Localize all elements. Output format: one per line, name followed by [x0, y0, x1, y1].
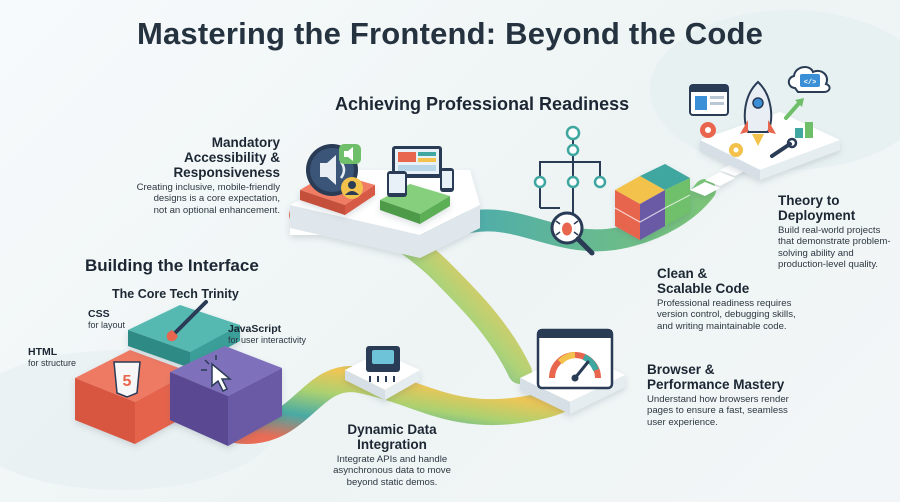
cursor-icon — [201, 355, 233, 393]
step-deployment-title-2: Deployment — [778, 208, 856, 223]
speedometer-icon — [536, 328, 614, 390]
step-clean-code-title-1: Clean & — [657, 266, 708, 281]
html-label: HTML — [28, 346, 58, 358]
section-title-building-interface: Building the Interface — [85, 256, 259, 275]
step-data-integration: Dynamic Data Integration Integrate APIs … — [312, 422, 472, 488]
code-tag-text: </> — [804, 79, 817, 87]
css-label: CSS — [88, 308, 110, 320]
javascript-label: JavaScript — [228, 323, 282, 335]
rocket-icon — [740, 80, 776, 146]
paintbrush-icon — [166, 300, 208, 342]
step-clean-code: Clean & Scalable Code Professional readi… — [657, 266, 796, 332]
browser-window-icon — [689, 84, 729, 116]
step-performance-desc-3: user experience. — [647, 416, 718, 428]
step-accessibility-title-1: Mandatory — [211, 135, 280, 150]
section-subtitle-core-trinity: The Core Tech Trinity — [112, 287, 239, 301]
step-deployment-desc-2: that demonstrate problem- — [778, 236, 891, 248]
html-label-group: HTML for structure — [28, 346, 76, 368]
step-deployment-desc-1: Build real-world projects — [778, 225, 881, 236]
html5-badge-text: 5 — [123, 373, 132, 390]
step-performance-title-1: Browser & — [647, 362, 715, 377]
step-data-title-2: Integration — [357, 437, 427, 452]
css-sublabel: for layout — [88, 320, 126, 330]
section-title-professional-readiness: Achieving Professional Readiness — [335, 94, 630, 114]
step-deployment-desc-3: solving ability and — [778, 247, 854, 259]
step-deployment: Theory to Deployment Build real-world pr… — [778, 193, 891, 271]
javascript-sublabel: for user interactivity — [228, 335, 307, 345]
step-accessibility-desc-3: not an optional enhancement. — [153, 204, 280, 216]
step-accessibility: Mandatory Accessibility & Responsiveness… — [80, 135, 280, 216]
html-sublabel: for structure — [28, 358, 77, 368]
step-deployment-desc-4: production-level quality. — [778, 259, 879, 271]
step-accessibility-title-2: Accessibility & — [183, 150, 280, 165]
gear-icon — [700, 122, 743, 157]
growth-arrow-icon — [784, 98, 813, 138]
css-label-group: CSS for layout — [88, 308, 125, 330]
step-clean-code-desc-1: Professional readiness requires — [657, 298, 792, 309]
step-clean-code-title-2: Scalable Code — [657, 281, 750, 296]
step-performance-desc-2: pages to ensure a fast, seamless — [647, 405, 788, 417]
flow-nodes — [533, 125, 607, 189]
debug-magnifier-icon — [550, 211, 595, 256]
step-accessibility-title-3: Responsiveness — [173, 165, 280, 180]
step-performance: Browser & Performance Mastery Understand… — [647, 362, 789, 428]
html5-icon — [113, 361, 141, 398]
cloud-code-icon — [787, 66, 831, 93]
step-data-desc-3: beyond static demos. — [346, 476, 438, 488]
wrench-icon — [770, 137, 798, 158]
javascript-block — [170, 346, 282, 446]
responsive-devices-icon — [387, 146, 454, 197]
step-data-desc-2: asynchronous data to move — [333, 465, 451, 477]
step-accessibility-desc-1: Creating inclusive, mobile-friendly — [136, 182, 280, 193]
step-accessibility-desc-2: designs is a core expectation, — [153, 193, 280, 205]
user-avatar-icon — [341, 177, 363, 199]
step-performance-desc-1: Understand how browsers render — [647, 394, 789, 405]
volume-icon — [339, 144, 361, 164]
step-data-desc-1: Integrate APIs and handle — [336, 454, 448, 465]
api-chip-icon — [366, 346, 400, 382]
step-clean-code-desc-2: version control, debugging skills, — [657, 309, 796, 321]
step-data-title-1: Dynamic Data — [347, 422, 437, 437]
javascript-label-group: JavaScript for user interactivity — [228, 323, 306, 345]
step-clean-code-desc-3: and writing maintainable code. — [657, 320, 787, 332]
modular-blocks-icon — [614, 164, 691, 240]
step-performance-title-2: Performance Mastery — [647, 377, 785, 392]
page-title: Mastering the Frontend: Beyond the Code — [136, 16, 764, 51]
step-deployment-title-1: Theory to — [778, 193, 840, 208]
